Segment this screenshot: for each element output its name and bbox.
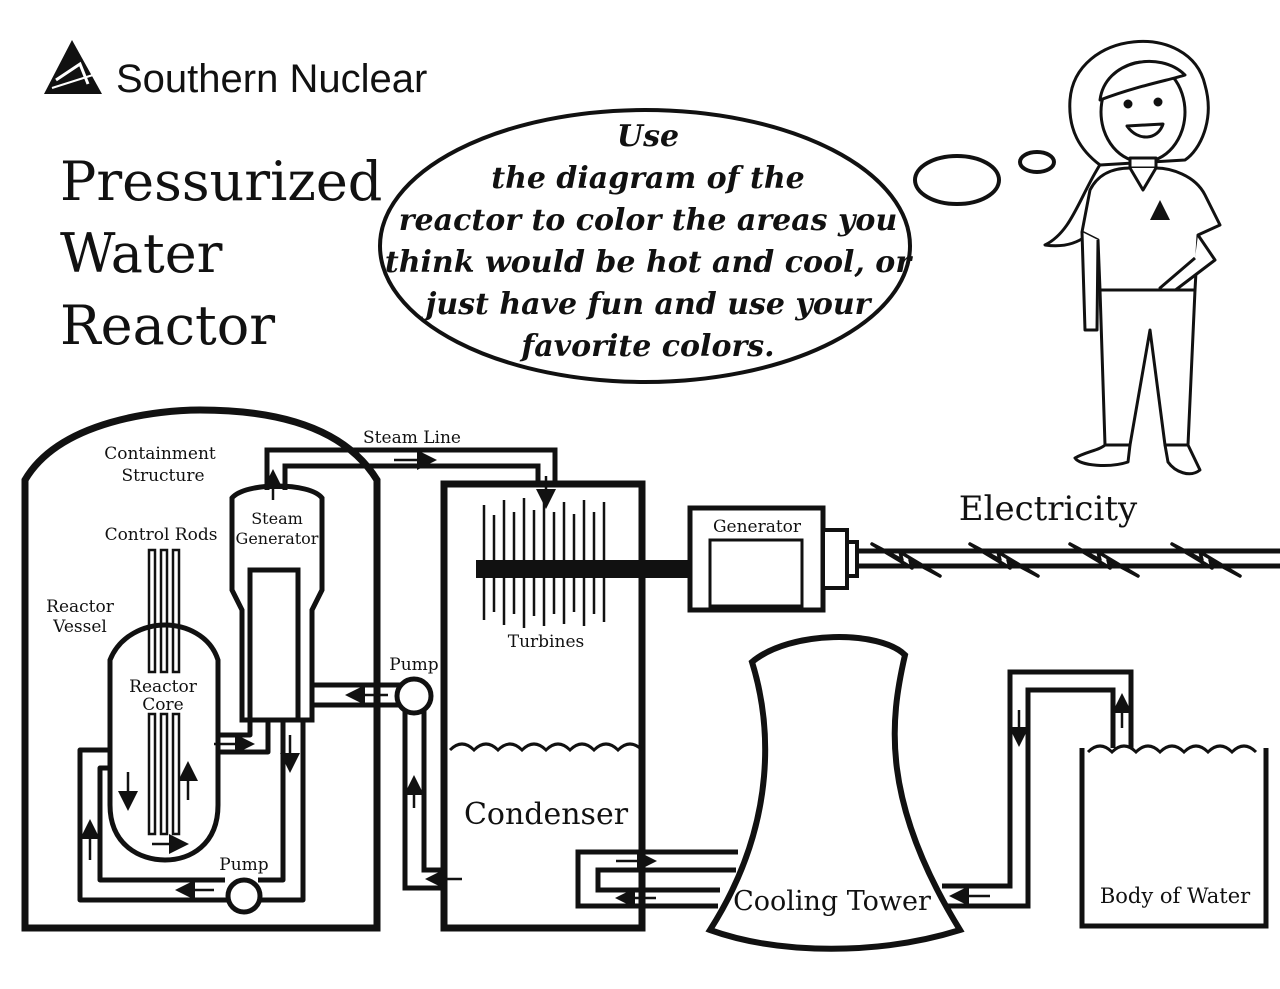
condenser-water-surface	[448, 742, 644, 753]
label-reactor-core-line-2: Core	[142, 695, 183, 715]
bubble-line: reactor to color the areas you	[399, 203, 898, 238]
label-steam-generator-line-1: Steam	[251, 509, 303, 528]
bubble-line: Use	[617, 119, 679, 154]
label-turbines: Turbines	[508, 632, 584, 652]
generator-inner-panel	[708, 538, 804, 608]
label-generator: Generator	[713, 517, 802, 537]
page-title-line-2: Water	[60, 222, 223, 285]
bubble-line: just have fun and use your	[420, 287, 872, 322]
southern-nuclear-logo-icon	[44, 40, 102, 94]
bubble-line: favorite colors.	[519, 329, 774, 364]
thought-bubble	[378, 108, 912, 384]
thought-bubble-dot-small	[1018, 150, 1056, 174]
girl-character-illustration	[1043, 39, 1222, 476]
bubble-line: the diagram of the	[491, 161, 805, 196]
body-of-water-surface	[1086, 744, 1258, 755]
label-containment-line-1: Containment	[104, 444, 216, 464]
page-title-line-3: Reactor	[60, 294, 275, 357]
label-body-of-water: Body of Water	[1100, 884, 1251, 908]
label-reactor-core-line-1: Reactor	[129, 677, 198, 697]
label-control-rods: Control Rods	[105, 525, 218, 545]
label-reactor-vessel-line-1: Reactor	[46, 597, 115, 617]
label-electricity: Electricity	[959, 489, 1138, 529]
secondary-pump	[394, 676, 434, 716]
bubble-line: think would be hot and cool, or	[385, 245, 913, 280]
cooling-tower	[705, 634, 965, 952]
label-condenser: Condenser	[464, 797, 629, 832]
label-reactor-vessel-line-2: Vessel	[52, 617, 107, 637]
label-containment-line-2: Structure	[121, 466, 204, 486]
lightning-bolt-icon	[870, 542, 1242, 578]
bubble-text: Use the diagram of the reactor to color …	[385, 119, 913, 364]
page-title-line-1: Pressurized	[60, 150, 382, 213]
label-pump-secondary: Pump	[389, 655, 439, 675]
flow-arrow-icons	[80, 450, 1132, 908]
reactor-vessel	[107, 622, 221, 863]
generator-coupling	[821, 528, 859, 590]
control-rods	[147, 548, 181, 674]
brand-name: Southern Nuclear	[116, 57, 427, 101]
label-pump-primary: Pump	[219, 855, 269, 875]
label-steam-line: Steam Line	[363, 428, 461, 448]
thought-bubble-dot-large	[913, 154, 1001, 206]
label-cooling-tower: Cooling Tower	[733, 886, 931, 917]
label-steam-generator-line-2: Generator	[236, 529, 319, 548]
sg-u-tube	[247, 567, 301, 720]
primary-pump	[225, 877, 263, 915]
body-of-water-basin	[1079, 748, 1269, 929]
turbine-shaft	[476, 560, 690, 578]
